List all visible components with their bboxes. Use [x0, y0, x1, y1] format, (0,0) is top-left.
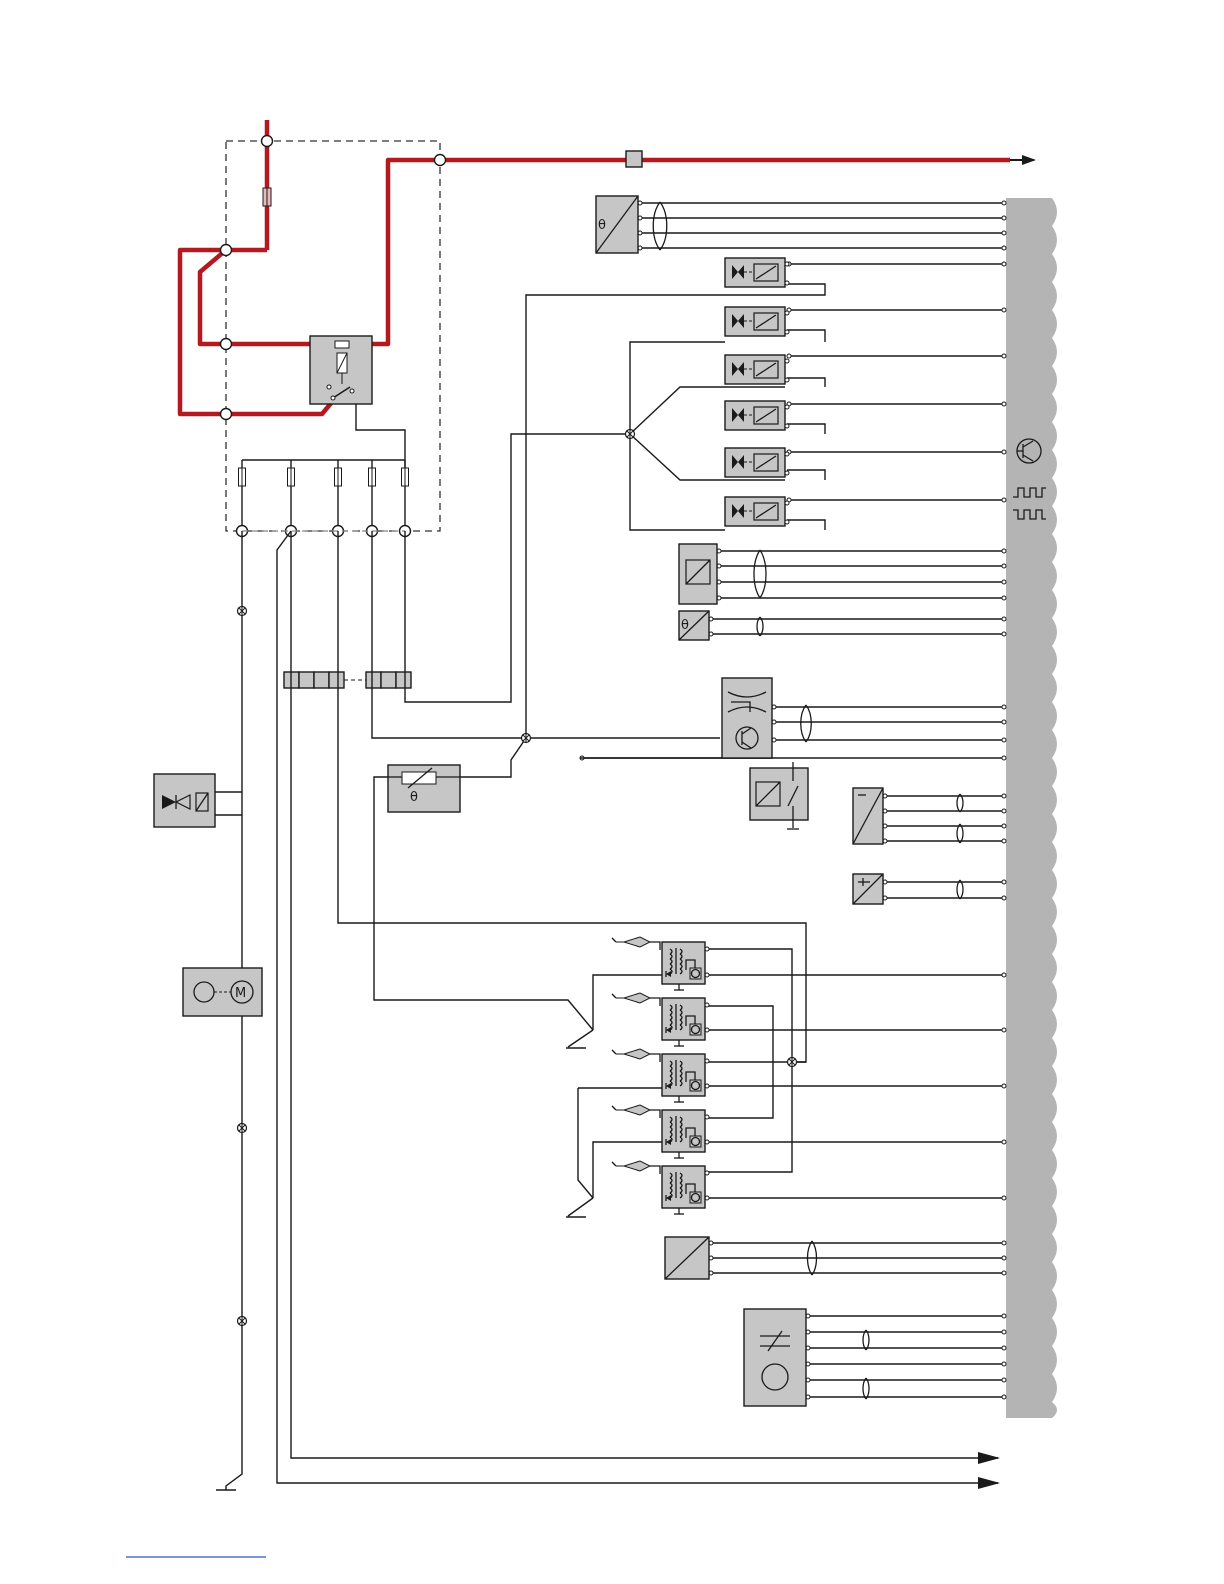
ignition-coil-2 [612, 993, 709, 1046]
throttle-unit [744, 1309, 806, 1406]
spark-plug-5 [616, 1161, 650, 1171]
junction-4 [238, 1124, 247, 1133]
fuel-pump: M [183, 968, 262, 1016]
temperature-symbol-small: θ [681, 618, 689, 633]
switch-sensor [750, 762, 808, 829]
knock-sensor-1 [853, 788, 883, 844]
fuse-3 [333, 460, 344, 537]
main-relay [310, 336, 372, 404]
junction-5 [238, 1317, 247, 1326]
main-fuse [263, 188, 271, 206]
knock-sensor-2 [853, 874, 883, 904]
fuse-4 [367, 460, 378, 537]
injector-3 [725, 355, 789, 384]
fuse-5 [400, 460, 411, 537]
engine-control-module [1006, 198, 1057, 1418]
ignition-coil-1 [612, 937, 709, 990]
heated-resistor-symbol: θ [410, 790, 418, 805]
spark-plug-4 [616, 1105, 650, 1115]
motor-symbol: M [235, 986, 246, 1001]
temperature-symbol: θ [598, 218, 606, 233]
ignition-coil-3 [612, 1049, 709, 1102]
temperature-sensor-small: θ [679, 611, 709, 640]
spark-plug-1 [616, 937, 650, 947]
injector-6 [725, 497, 789, 526]
ignition-coil-group [612, 937, 709, 1214]
multi-pin-connector [284, 672, 411, 688]
injector-4 [725, 401, 789, 430]
junction-1 [626, 430, 635, 439]
injector-5 [725, 448, 789, 477]
junction-3 [238, 607, 247, 616]
fuse-bank [237, 404, 412, 688]
temperature-sensor-top: θ [596, 196, 638, 253]
purge-valve [154, 774, 215, 827]
injector-group [725, 258, 789, 526]
injector-1 [725, 258, 789, 287]
sensor-square [679, 544, 717, 604]
fuse-2 [286, 460, 297, 537]
ignition-coil-5 [612, 1161, 709, 1214]
junction-6 [788, 1058, 797, 1067]
ignition-coil-4 [612, 1105, 709, 1158]
position-sensor-bottom [665, 1237, 709, 1279]
mass-air-flow-sensor [722, 678, 772, 758]
heated-resistor: θ [388, 765, 461, 812]
fuse-1 [237, 460, 248, 537]
spark-plug-3 [616, 1049, 650, 1059]
power-wiring [180, 120, 1034, 414]
spark-plug-2 [616, 993, 650, 1003]
junction-2 [522, 734, 531, 743]
injector-2 [725, 307, 789, 336]
